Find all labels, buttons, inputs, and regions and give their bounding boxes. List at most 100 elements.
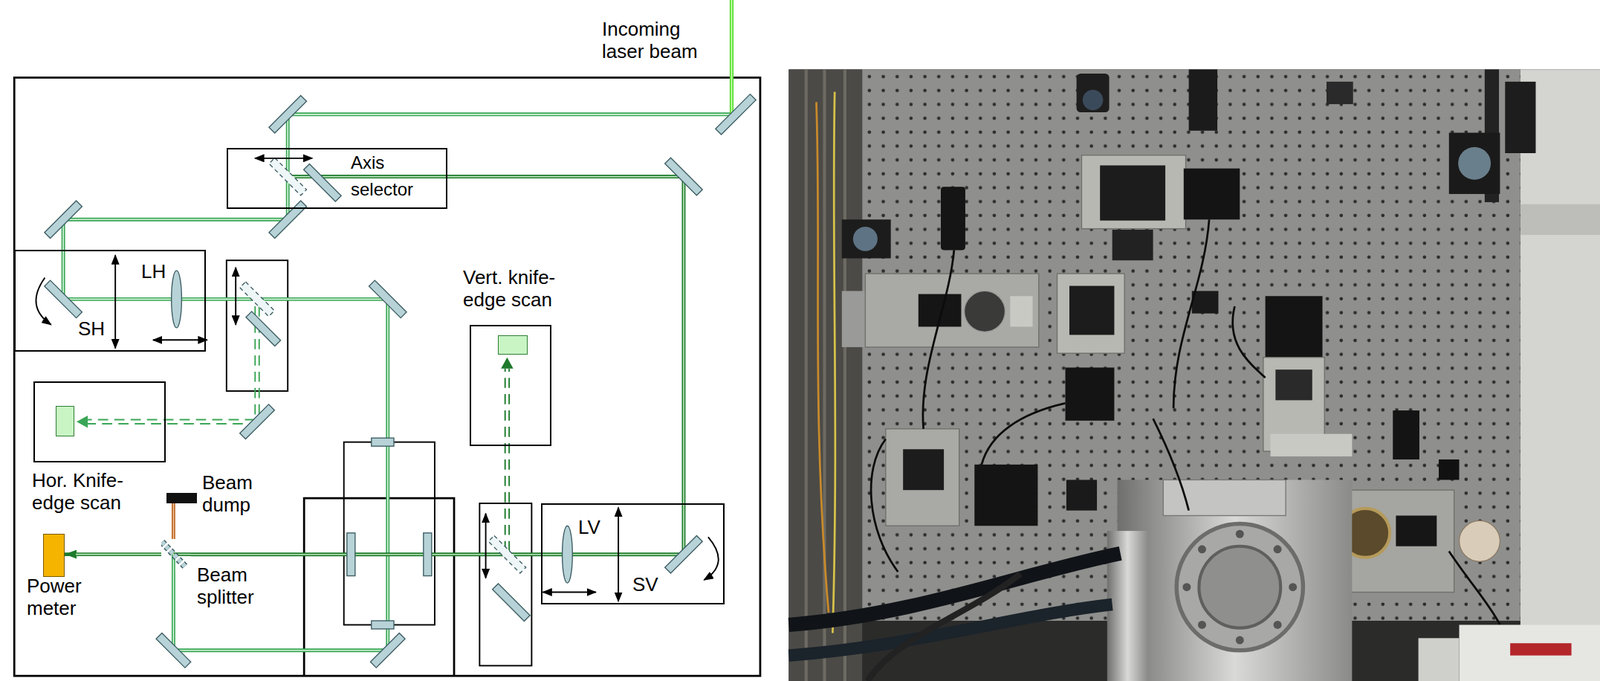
motion-arrow <box>617 507 620 602</box>
mirror <box>44 280 82 318</box>
wall <box>1520 69 1600 681</box>
mirror <box>44 200 82 238</box>
flange-bolt <box>1235 529 1245 539</box>
splitter-mirror <box>162 541 186 568</box>
mirror <box>369 280 407 318</box>
mirror <box>269 200 307 238</box>
mirror <box>269 95 307 134</box>
power-meter: Power meter <box>43 533 65 577</box>
mirror-mount <box>1192 290 1219 313</box>
flange-bolt <box>1273 620 1282 629</box>
motion-arrow <box>35 158 718 602</box>
scan-box: Hor. Knife-edge scan <box>33 381 166 463</box>
mirror <box>370 632 406 668</box>
mirror <box>245 311 281 347</box>
rotation-arrow <box>703 536 718 580</box>
beam-connector <box>171 503 176 539</box>
vacuum-flange <box>1198 546 1281 628</box>
component-label: Beam splitter <box>196 564 272 609</box>
mirror-mount <box>1449 133 1501 194</box>
motion-arrow <box>485 513 487 579</box>
mirror <box>665 535 703 573</box>
laser-beam <box>190 176 684 555</box>
power-meter-head <box>1459 520 1501 562</box>
stage-box: LV SV <box>541 503 725 605</box>
flange-bolt <box>1182 529 1297 645</box>
mirror <box>240 281 275 317</box>
beam-connector <box>173 503 174 539</box>
component-label: SV <box>632 573 659 597</box>
equipment <box>1510 642 1572 655</box>
mirror <box>488 535 526 573</box>
table-frame <box>14 77 761 676</box>
stage <box>1081 155 1186 229</box>
laser-beam <box>190 176 684 555</box>
cable <box>832 92 835 634</box>
selector-box: Axis selector <box>226 147 448 209</box>
mirror-stage <box>226 260 288 391</box>
motion-arrow <box>254 157 313 160</box>
component-label: Power meter <box>26 575 102 620</box>
mirror <box>240 281 275 317</box>
dashed-beam <box>508 368 510 552</box>
beam-connector <box>75 553 162 556</box>
rotation-arrow <box>35 277 51 325</box>
component-label: Axis selector <box>350 149 442 203</box>
lens <box>171 270 183 328</box>
window <box>347 532 356 576</box>
cable <box>1449 551 1501 625</box>
mirror <box>156 632 191 668</box>
stage <box>1099 164 1166 220</box>
mirror <box>269 95 307 134</box>
vacuum-chamber <box>1117 479 1353 681</box>
lens <box>562 525 573 583</box>
motor <box>1265 295 1323 359</box>
window <box>423 532 432 576</box>
hose <box>788 604 1112 656</box>
mirror-mount <box>1066 479 1097 510</box>
mirror <box>44 280 82 318</box>
mirror-mount <box>1076 73 1110 113</box>
stage <box>1057 273 1126 353</box>
incoming-beam <box>729 0 734 115</box>
beam-connector <box>173 503 175 539</box>
beam-connector <box>64 553 162 555</box>
mirror <box>240 404 275 440</box>
photo-ground <box>788 69 1600 681</box>
stage <box>865 273 1039 348</box>
flange-bolt <box>1197 620 1207 629</box>
cable <box>981 402 1066 464</box>
cable <box>1153 418 1190 511</box>
flange-bolt <box>1197 544 1207 553</box>
flange-bolt <box>1235 636 1245 645</box>
mirror <box>715 94 756 135</box>
stage <box>885 428 960 526</box>
stage <box>902 448 944 490</box>
flange-bolt <box>1273 544 1282 553</box>
cable <box>1173 219 1210 408</box>
mirror <box>303 164 342 202</box>
equipment <box>1459 624 1600 681</box>
beam-dump: Beam dump <box>166 492 197 504</box>
mirror <box>715 94 756 135</box>
motor <box>974 464 1038 526</box>
component-label: LV <box>578 516 601 539</box>
beam-arrow-head <box>76 415 88 428</box>
dashed-beam <box>87 422 260 425</box>
stage <box>1069 286 1114 336</box>
component-label: Hor. Knife-edge scan <box>31 469 155 515</box>
mirror <box>665 157 703 195</box>
cable <box>870 439 898 573</box>
cable-tray <box>806 69 845 681</box>
mirror <box>492 583 530 621</box>
component-label: Beam dump <box>202 471 277 517</box>
laser-beam <box>190 176 684 555</box>
mirror <box>488 535 526 573</box>
beam-arrow-head <box>500 357 513 369</box>
incoming-beam <box>729 0 734 115</box>
component-label: SH <box>78 318 105 341</box>
hose <box>867 573 1021 681</box>
mirror <box>245 311 281 347</box>
stage <box>1270 433 1352 457</box>
mirror <box>370 632 406 668</box>
